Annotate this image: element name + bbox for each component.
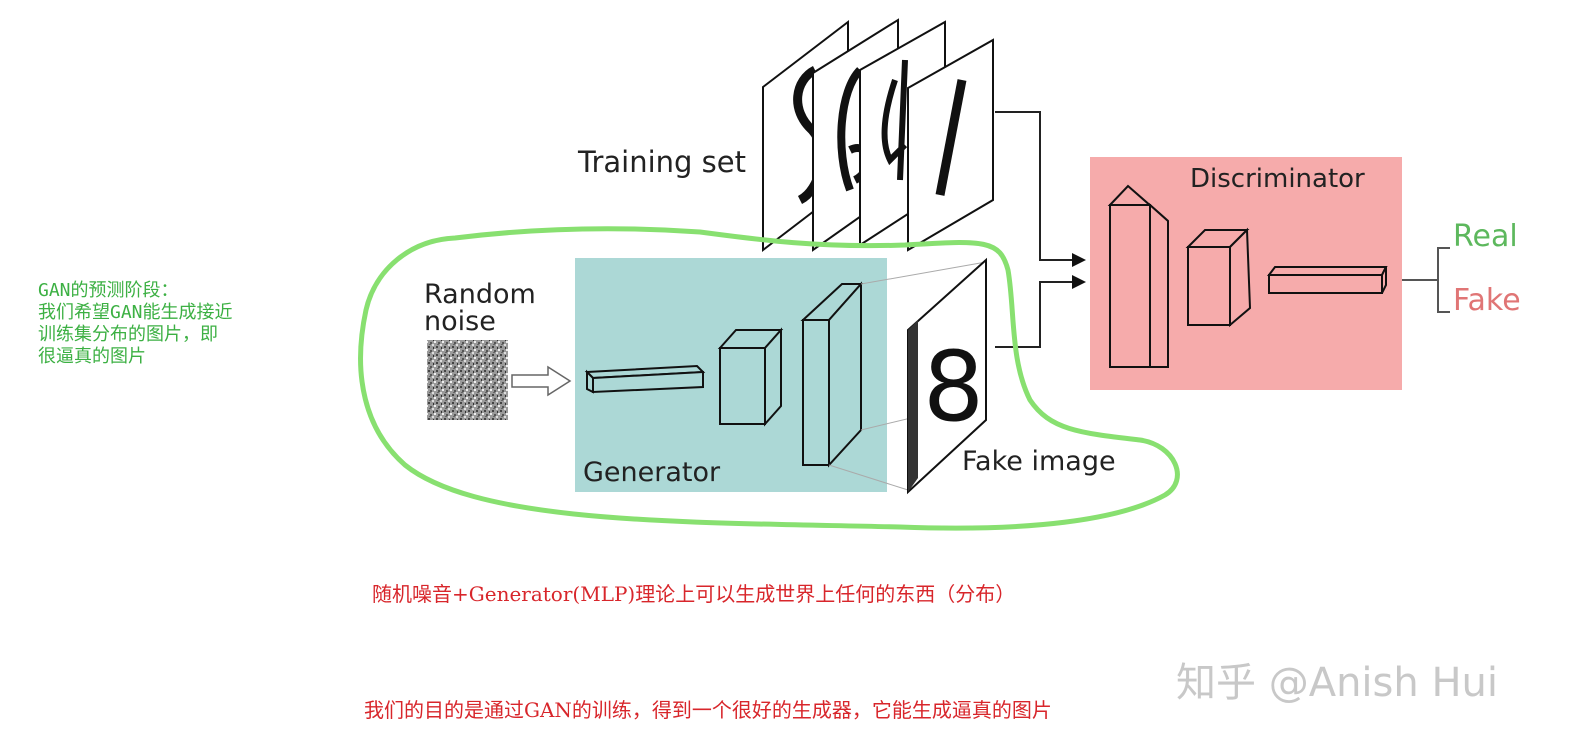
- training-set-label: Training set: [577, 145, 746, 179]
- generator-label: Generator: [583, 457, 721, 488]
- noise-arrow: [511, 365, 572, 397]
- note-line-4: 很逼真的图片: [38, 346, 146, 367]
- arrowhead-bottom: [1072, 275, 1086, 289]
- fake-image: 8: [907, 257, 987, 495]
- output-bracket: [1402, 247, 1450, 313]
- caption-noise-generator: 随机噪音+Generator(MLP)理论上可以生成世界上任何的东西（分布）: [372, 582, 1016, 606]
- caption-goal: 我们的目的是通过GAN的训练，得到一个很好的生成器，它能生成逼真的图片: [364, 698, 1052, 722]
- generator-highlight-outline: [358, 226, 1180, 531]
- fake-image-label: Fake image: [962, 446, 1116, 477]
- random-noise-image: [427, 340, 508, 420]
- prediction-stage-note: GAN的预测阶段： 我们希望GAN能生成接近 训练集分布的图片，即 很逼真的图片: [38, 280, 338, 368]
- note-line-2: 我们希望GAN能生成接近: [38, 302, 233, 323]
- random-noise-label-line2: noise: [424, 306, 496, 337]
- note-line-3: 训练集分布的图片，即: [38, 324, 218, 345]
- note-line-1: GAN的预测阶段：: [38, 280, 179, 301]
- training-set-images: [762, 18, 994, 253]
- discriminator-layers: [1107, 184, 1388, 368]
- zhihu-watermark: 知乎 @Anish Hui: [1176, 660, 1498, 706]
- arrowhead-top: [1072, 253, 1086, 267]
- connector-lines: [995, 111, 1072, 348]
- generator-layers: [584, 281, 864, 468]
- fake-image-digit: 8: [923, 331, 984, 443]
- discriminator-label: Discriminator: [1190, 164, 1365, 194]
- fake-label: Fake: [1453, 283, 1521, 318]
- random-noise-label: Random: [424, 279, 536, 310]
- real-label: Real: [1453, 219, 1518, 254]
